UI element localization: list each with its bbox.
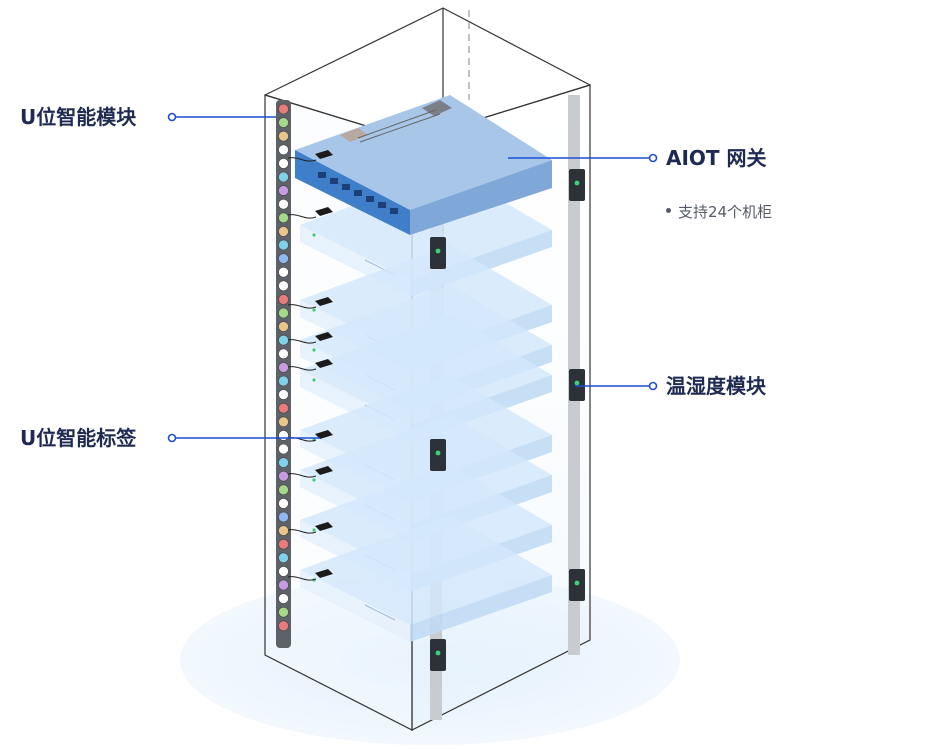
callout-th-module: 温湿度模块 xyxy=(666,374,766,398)
th-sensor xyxy=(569,569,585,601)
u-tag xyxy=(287,522,333,534)
u-led xyxy=(278,266,289,278)
u-led xyxy=(278,430,289,441)
u-module-leds xyxy=(278,103,289,632)
u-led xyxy=(278,389,289,400)
u-led xyxy=(278,402,289,414)
th-sensors xyxy=(430,169,585,671)
u-tags xyxy=(287,150,333,581)
aiot-gateway-switch xyxy=(295,95,552,235)
u-led xyxy=(278,375,289,387)
u-tag xyxy=(287,332,333,344)
u-led xyxy=(278,321,289,332)
u-tag xyxy=(287,359,333,371)
u-led xyxy=(278,525,289,536)
u-led xyxy=(278,280,289,292)
u-led xyxy=(278,307,289,319)
th-sensor xyxy=(569,169,585,201)
u-led xyxy=(278,294,289,305)
th-sensor xyxy=(430,237,446,269)
u-led xyxy=(278,334,289,346)
u-led xyxy=(278,470,289,482)
u-led xyxy=(278,579,289,591)
u-led xyxy=(278,416,289,428)
u-led xyxy=(278,198,289,210)
server-unit xyxy=(300,515,552,642)
u-led xyxy=(278,171,289,183)
u-tag xyxy=(287,466,333,478)
server-stack xyxy=(300,170,552,642)
u-led xyxy=(278,484,289,496)
callout-lines xyxy=(167,112,658,443)
u-module-strip xyxy=(276,100,291,648)
callout-u-tag: U位智能标签 xyxy=(20,426,137,450)
th-sensor xyxy=(430,439,446,471)
u-led xyxy=(278,538,289,550)
callout-u-module: U位智能模块 xyxy=(20,105,137,129)
u-led xyxy=(278,348,289,360)
gateway-note: 支持24个机柜 xyxy=(666,202,772,222)
u-led xyxy=(278,606,289,618)
u-led xyxy=(278,620,289,632)
u-led xyxy=(278,552,289,564)
u-led xyxy=(278,498,289,509)
bullet-dot xyxy=(666,208,671,213)
u-tag xyxy=(287,150,333,162)
u-led xyxy=(278,593,289,604)
callout-gateway: AIOT 网关 xyxy=(666,146,767,170)
gateway-note-text: 支持24个机柜 xyxy=(678,203,773,221)
u-led xyxy=(278,443,289,455)
u-led xyxy=(278,130,289,142)
u-led xyxy=(278,144,289,156)
u-led xyxy=(278,457,289,468)
u-led xyxy=(278,253,289,264)
u-led xyxy=(278,511,289,523)
u-led xyxy=(278,239,289,251)
u-led xyxy=(278,158,289,169)
u-led xyxy=(278,117,289,128)
u-tag xyxy=(287,297,333,309)
u-led xyxy=(278,185,289,196)
th-sensor xyxy=(569,369,585,401)
u-led xyxy=(278,226,289,237)
u-led xyxy=(278,212,289,224)
th-sensor xyxy=(430,639,446,671)
u-led xyxy=(278,103,289,115)
u-led xyxy=(278,362,289,373)
u-tag xyxy=(287,569,333,581)
u-tag xyxy=(287,207,333,219)
u-led xyxy=(278,566,289,577)
